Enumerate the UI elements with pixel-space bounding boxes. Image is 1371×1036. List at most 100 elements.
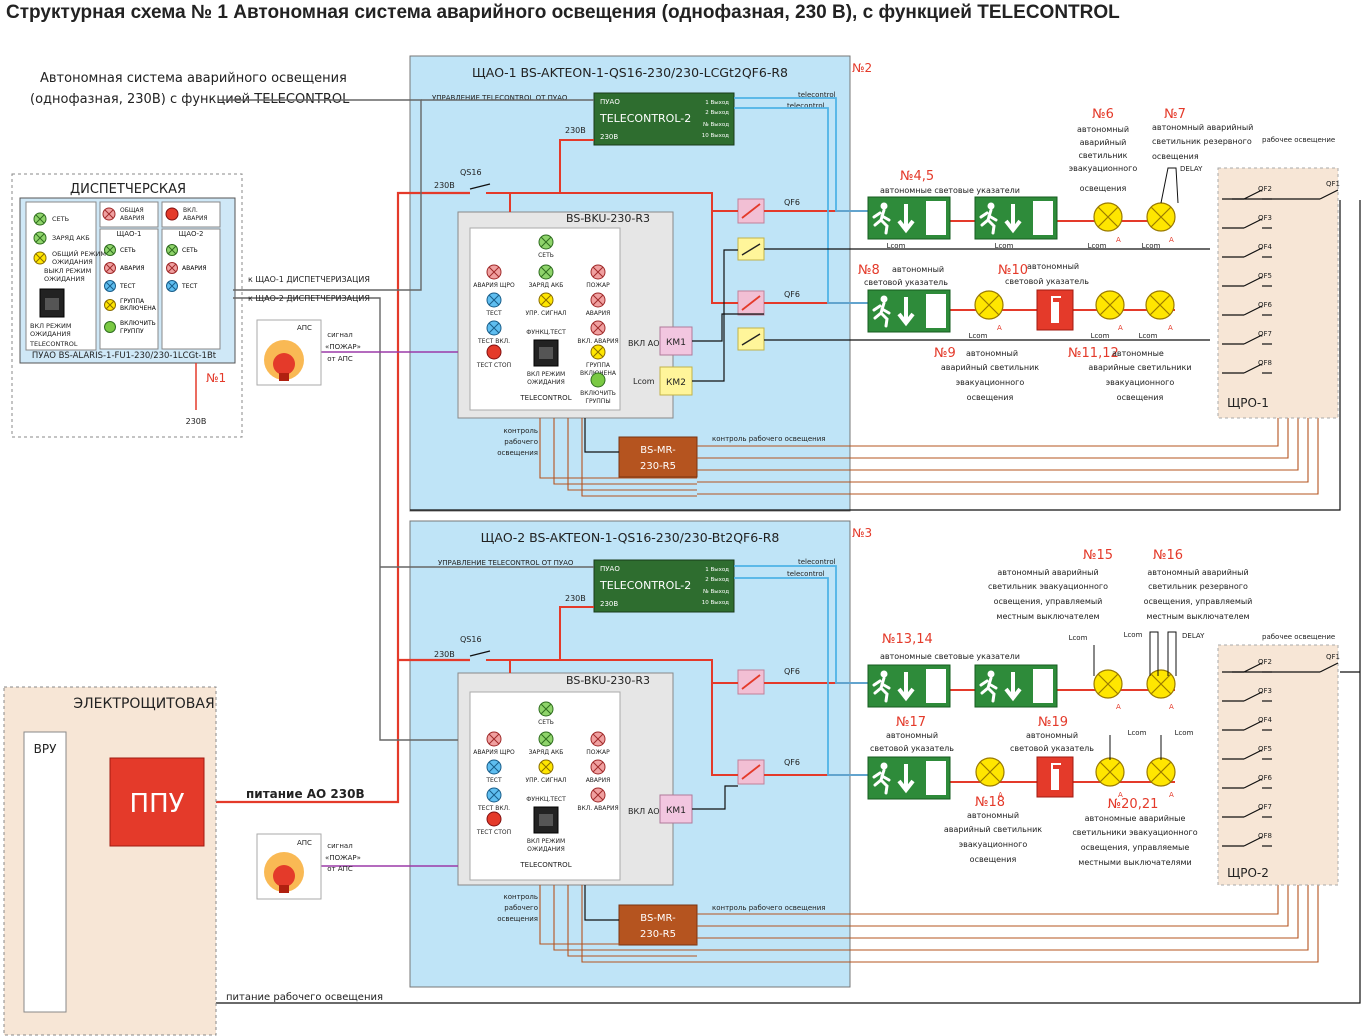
n6-t3: эвакуационного	[1069, 164, 1138, 173]
n16-t0: автономный аварийный	[1147, 568, 1248, 577]
tc1-o1: 1 Выход	[705, 100, 729, 106]
lamp-20-a: A	[1118, 791, 1123, 799]
shro2-qf5: QF5	[1258, 745, 1272, 753]
lamp-15-a: A	[1116, 703, 1121, 711]
shro1-sw-6	[1243, 363, 1263, 374]
lcom-6: Lcom	[1091, 332, 1110, 340]
page-title: Структурная схема № 1 Автономная система…	[6, 2, 1120, 23]
bku-upr-label-0: УПР. СИГНАЛ	[525, 310, 566, 317]
bku-avsh-label-0: АВАРИЯ ЩРО	[473, 282, 515, 289]
bku-zar-cross	[540, 733, 552, 745]
shro1-sw-5	[1243, 334, 1263, 345]
link-k1: к ЩАО-1 ДИСПЕТЧЕРИЗАЦИЯ	[248, 275, 370, 284]
bku-pozh-label-0: ПОЖАР	[586, 282, 610, 289]
tc-line-2b	[734, 577, 868, 776]
bku-zar-cross	[540, 266, 552, 278]
lamp-15	[1093, 669, 1123, 699]
ctrl1-c: освещения	[497, 449, 538, 457]
n2021-t1: светильники эвакуационного	[1072, 828, 1197, 837]
d-g2-set: СЕТЬ	[182, 247, 198, 254]
lamp-7-a: A	[1169, 236, 1174, 244]
lamp-16	[1146, 669, 1176, 699]
shro2-sw-2	[1243, 720, 1263, 731]
n10-t0: автономный	[1027, 262, 1079, 271]
brown-bku2-1	[553, 885, 697, 951]
bku-tstop-lamp	[486, 344, 502, 360]
bku-test-label-0: ТЕСТ	[485, 777, 502, 784]
n15: №15	[1083, 548, 1113, 563]
d-g1-av: АВАРИЯ	[120, 265, 145, 272]
bku-standby-button	[533, 339, 559, 367]
bku-test-label-0: ТЕСТ	[485, 310, 502, 317]
wire-tc2-power	[486, 606, 594, 661]
sig1-a: сигнал	[327, 331, 352, 339]
d-g1-test: ТЕСТ	[119, 283, 136, 290]
ctrl1-a: контроль	[504, 427, 539, 435]
shro-switches: QF1QF2QF3QF4QF5QF6QF7QF8QF1QF2QF3QF4QF5Q…	[1222, 180, 1340, 847]
n1314-text: автономные световые указатели	[880, 652, 1020, 661]
lcom-5: Lcom	[969, 332, 988, 340]
d-g1-gr1: ГРУППА	[120, 298, 145, 305]
num-3: №3	[852, 526, 872, 540]
ctrl1-b: рабочего	[504, 438, 538, 446]
captions-shao2: №13,14 автономные световые указатели №15…	[870, 548, 1252, 867]
shro1-label: ЩРО-1	[1227, 396, 1269, 410]
lcom-7: Lcom	[1139, 332, 1158, 340]
lcom-3: Lcom	[1088, 242, 1107, 250]
elec-header: ЭЛЕКТРОЩИТОВАЯ	[73, 696, 214, 712]
tc2-o3: № Выход	[703, 589, 729, 595]
d-ind-off1: ВЫКЛ РЕЖИМ	[44, 267, 91, 275]
pitanie-rab: питание рабочего освещения	[226, 992, 383, 1003]
bku-avar-cross	[592, 294, 604, 306]
tc2-line1: telecontrol	[798, 558, 836, 566]
bku-upr-cross	[540, 294, 552, 306]
qf1-switch-1	[1319, 189, 1339, 200]
wire-ctrl-1	[218, 99, 422, 291]
tc1-o3: № Выход	[703, 122, 729, 128]
vru-panel	[23, 731, 67, 1013]
km1-1	[659, 326, 693, 356]
bku-standby-face	[539, 347, 553, 359]
n9-t0: автономный	[966, 349, 1018, 358]
d-tc: TELECONTROL	[29, 340, 78, 348]
sig1-c: от АПС	[327, 355, 353, 363]
wire-ctrl-2	[233, 297, 458, 741]
wire-qf3-in	[560, 659, 738, 684]
tc-line-1a	[734, 97, 868, 212]
link-k2: к ЩАО-2 ДИСПЕТЧЕРИЗАЦИЯ	[248, 294, 370, 303]
n17: №17	[896, 715, 926, 730]
d-g1-gr2: ВКЛЮЧЕНА	[120, 305, 157, 312]
shro2-sw-4	[1243, 778, 1263, 789]
v230-1b: 230В	[565, 126, 586, 135]
qf6-1b: QF6	[784, 290, 800, 299]
n10-t1: световой указатель	[1005, 277, 1089, 286]
d-shao1: ЩАО-1	[117, 230, 142, 238]
n7-t2: освещения	[1152, 152, 1199, 161]
bku-avar-label-0: АВАРИЯ	[586, 310, 611, 317]
n9-t2: эвакуационного	[956, 378, 1025, 387]
shro-1-board: рабочее освещение ЩРО-1	[1217, 136, 1339, 419]
aps2-label: АПС	[297, 839, 312, 847]
brown-bku2-2	[567, 885, 697, 957]
d-on2: АВАРИЯ	[183, 215, 208, 222]
shro1-sw-1	[1243, 218, 1263, 229]
vklao-2: ВКЛ АО	[628, 807, 660, 816]
d-common2: АВАРИЯ	[120, 215, 145, 222]
bku-standby-face	[539, 814, 553, 826]
shro1-sw-3	[1243, 276, 1263, 287]
sig2-c: от АПС	[327, 865, 353, 873]
bku-test-cross	[488, 294, 500, 306]
exit-sign-8	[866, 288, 952, 334]
shro2-qf8: QF8	[1258, 832, 1272, 840]
d-btn-cap2: ОЖИДАНИЯ	[30, 330, 71, 338]
lcom-15: Lcom	[1069, 634, 1088, 642]
bku-tvkl-label-0: ТЕСТ ВКЛ.	[477, 805, 510, 812]
shro2-qf7: QF7	[1258, 803, 1272, 811]
bku-tstop-lamp	[486, 811, 502, 827]
lcom-4: Lcom	[1142, 242, 1161, 250]
ctrl-line-1: контроль рабочего освещения	[712, 435, 825, 443]
wire-qf4-in	[711, 683, 738, 776]
tc-line-1b	[734, 107, 868, 304]
n6-t4: освещения	[1080, 184, 1127, 193]
